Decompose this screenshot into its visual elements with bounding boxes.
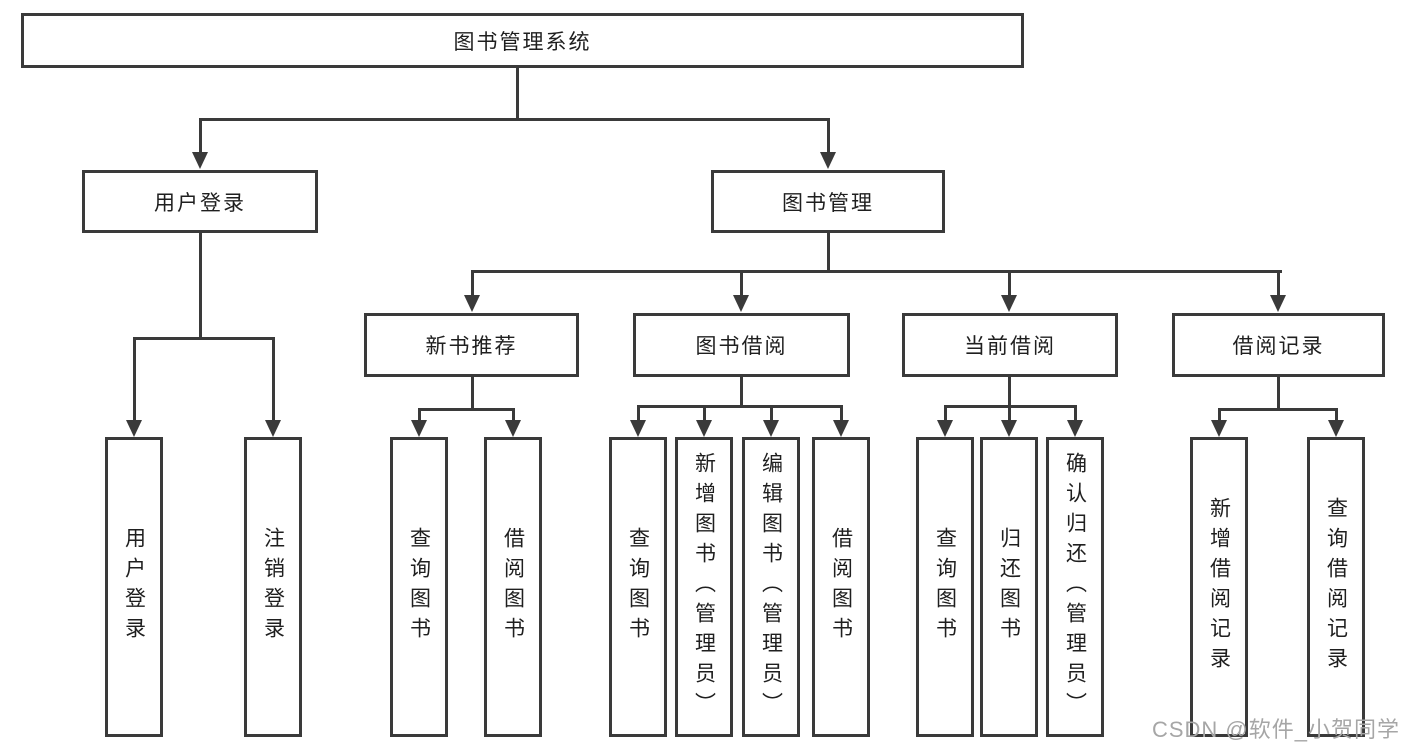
connector-line: [516, 68, 519, 118]
arrow-down-icon: [505, 420, 521, 437]
arrow-down-icon: [1211, 420, 1227, 437]
node-br-query-record-label: 查询借阅记录: [1324, 497, 1348, 677]
connector-line: [1218, 408, 1221, 422]
connector-line: [133, 337, 136, 421]
connector-line: [1335, 408, 1338, 422]
connector-line: [512, 408, 515, 422]
node-cb-confirm-return-admin: 确认归还（管理员）: [1046, 437, 1104, 737]
node-user-login-label: 用户登录: [154, 191, 246, 215]
node-user-login: 用户登录: [82, 170, 318, 233]
arrow-down-icon: [1328, 420, 1344, 437]
arrow-down-icon: [1001, 420, 1017, 437]
connector-line: [827, 118, 830, 154]
node-cb-return-book-label: 归还图书: [997, 527, 1021, 647]
node-bb-query-book-label: 查询图书: [626, 527, 650, 647]
node-current-borrow-label: 当前借阅: [964, 335, 1056, 358]
connector-line: [199, 233, 202, 337]
arrow-down-icon: [192, 152, 208, 169]
arrow-down-icon: [464, 295, 480, 312]
node-book-borrow: 图书借阅: [633, 313, 850, 377]
node-new-book-recommend-label: 新书推荐: [425, 335, 518, 358]
node-bb-borrow-book: 借阅图书: [812, 437, 870, 737]
connector-line: [418, 408, 421, 422]
arrow-down-icon: [630, 420, 646, 437]
connector-line: [133, 337, 275, 340]
connector-line: [637, 405, 843, 408]
connector-line: [770, 405, 773, 422]
node-new-book-recommend: 新书推荐: [364, 313, 579, 377]
node-nb-borrow-book: 借阅图书: [484, 437, 542, 737]
node-book-borrow-label: 图书借阅: [695, 335, 788, 358]
arrow-down-icon: [126, 420, 142, 437]
connector-line: [840, 405, 843, 422]
connector-line: [471, 270, 474, 296]
connector-line: [740, 270, 743, 296]
arrow-down-icon: [937, 420, 953, 437]
arrow-down-icon: [820, 152, 836, 169]
connector-line: [944, 405, 947, 422]
connector-line: [1008, 270, 1011, 296]
connector-line: [1074, 405, 1077, 422]
connector-line: [740, 377, 743, 405]
arrow-down-icon: [763, 420, 779, 437]
node-book-management: 图书管理: [711, 170, 945, 233]
connector-line: [199, 118, 202, 154]
node-bb-query-book: 查询图书: [609, 437, 667, 737]
node-logout-action-label: 注销登录: [261, 527, 285, 647]
node-cb-query-book: 查询图书: [916, 437, 974, 737]
watermark: CSDN @软件_小贺同学: [1151, 717, 1400, 742]
node-cb-confirm-return-admin-label: 确认归还（管理员）: [1063, 452, 1087, 722]
node-bb-add-book-admin: 新增图书（管理员）: [675, 437, 733, 737]
connector-line: [471, 377, 474, 408]
arrow-down-icon: [833, 420, 849, 437]
connector-line: [827, 233, 830, 270]
node-bb-borrow-book-label: 借阅图书: [829, 527, 853, 647]
connector-line: [1277, 270, 1280, 296]
connector-line: [703, 405, 706, 422]
arrow-down-icon: [265, 420, 281, 437]
arrow-down-icon: [411, 420, 427, 437]
arrow-down-icon: [733, 295, 749, 312]
node-br-query-record: 查询借阅记录: [1307, 437, 1365, 737]
connector-line: [418, 408, 515, 411]
arrow-down-icon: [1067, 420, 1083, 437]
node-br-add-record-label: 新增借阅记录: [1207, 497, 1231, 677]
connector-line: [1218, 408, 1338, 411]
node-borrow-records-label: 借阅记录: [1232, 335, 1325, 358]
connector-line: [1008, 405, 1011, 422]
connector-line: [272, 337, 275, 421]
node-cb-query-book-label: 查询图书: [933, 527, 957, 647]
connector-line: [471, 270, 1282, 273]
node-bb-add-book-admin-label: 新增图书（管理员）: [692, 452, 716, 722]
connector-line: [637, 405, 640, 422]
connector-line: [199, 118, 830, 121]
node-bb-edit-book-admin: 编辑图书（管理员）: [742, 437, 800, 737]
node-book-management-label: 图书管理: [782, 191, 874, 215]
connector-line: [1277, 377, 1280, 408]
node-root-label: 图书管理系统: [453, 30, 592, 54]
arrow-down-icon: [696, 420, 712, 437]
node-nb-borrow-book-label: 借阅图书: [501, 527, 525, 647]
node-user-login-action: 用户登录: [105, 437, 163, 737]
node-user-login-action-label: 用户登录: [122, 527, 146, 647]
node-nb-query-book-label: 查询图书: [407, 527, 431, 647]
node-cb-return-book: 归还图书: [980, 437, 1038, 737]
node-root: 图书管理系统: [21, 13, 1024, 68]
arrow-down-icon: [1270, 295, 1286, 312]
arrow-down-icon: [1001, 295, 1017, 312]
node-borrow-records: 借阅记录: [1172, 313, 1385, 377]
connector-line: [1008, 377, 1011, 405]
node-nb-query-book: 查询图书: [390, 437, 448, 737]
node-bb-edit-book-admin-label: 编辑图书（管理员）: [759, 452, 783, 722]
node-br-add-record: 新增借阅记录: [1190, 437, 1248, 737]
node-logout-action: 注销登录: [244, 437, 302, 737]
node-current-borrow: 当前借阅: [902, 313, 1118, 377]
